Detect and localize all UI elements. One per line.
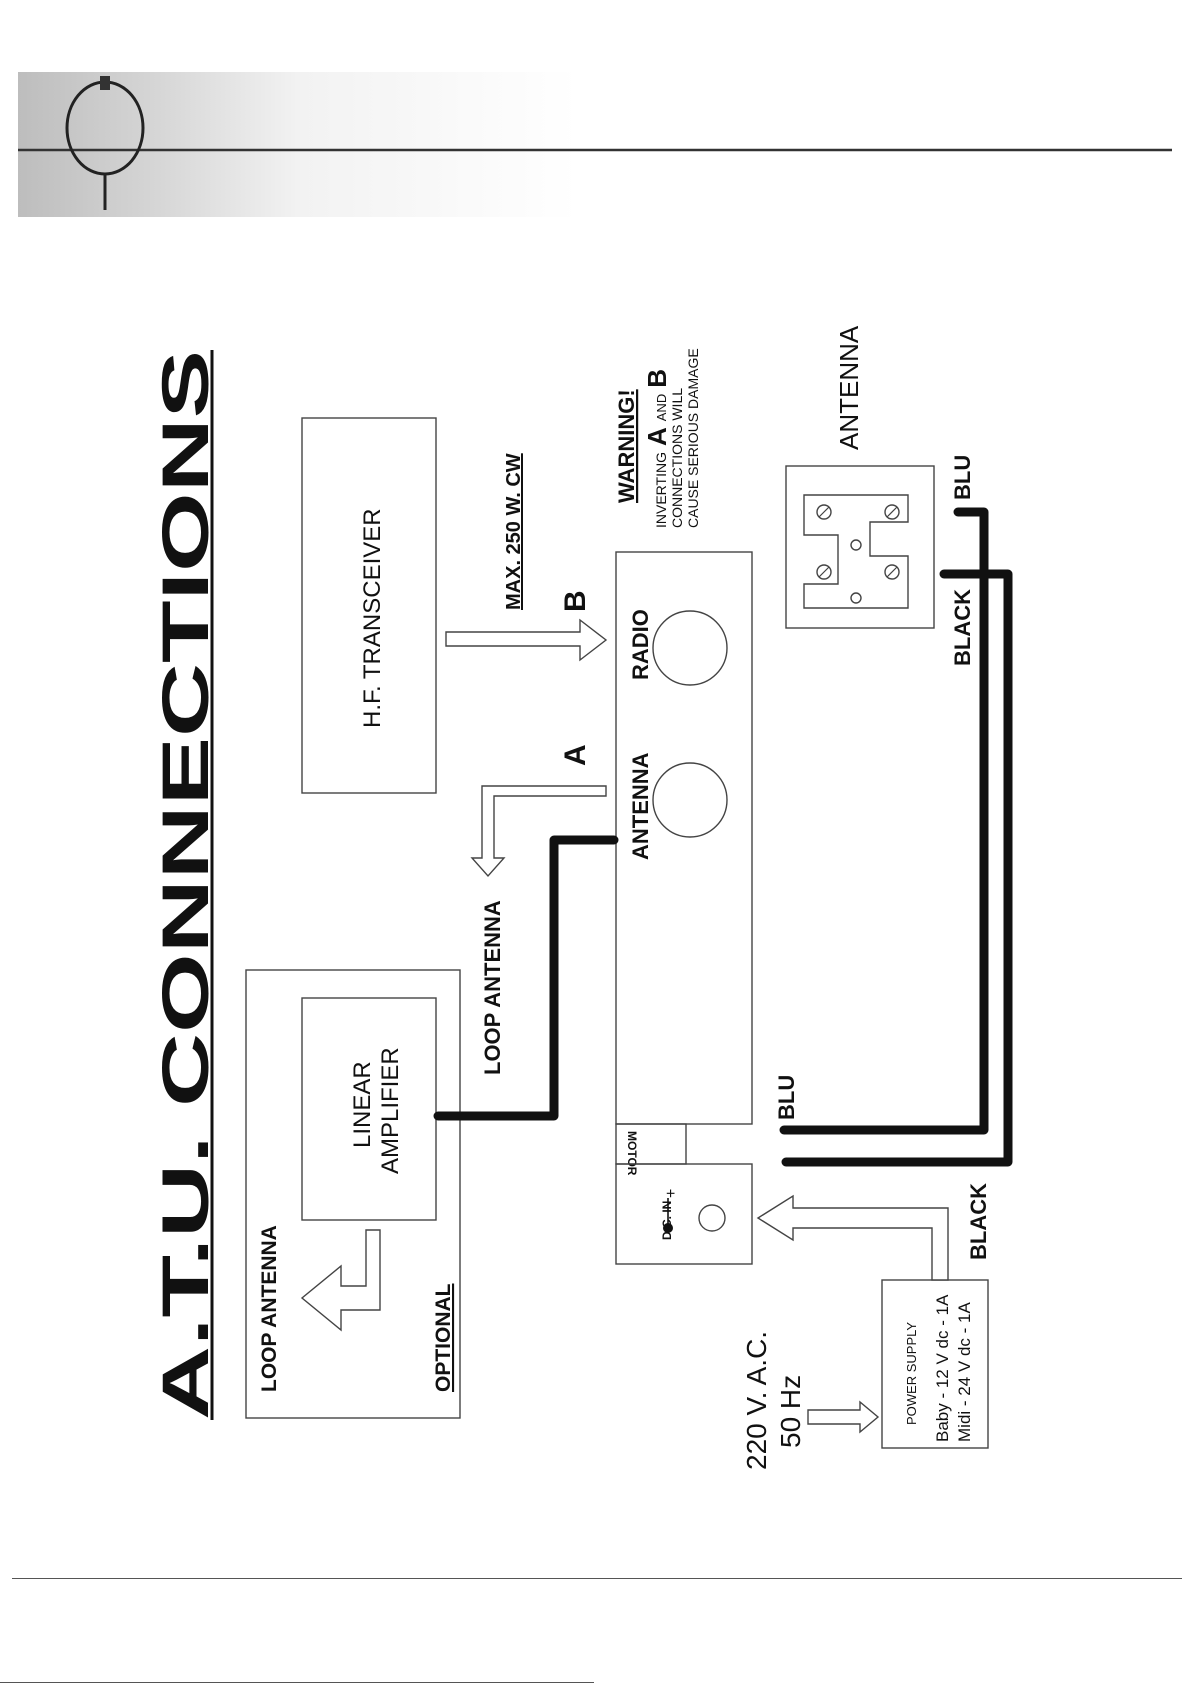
amplifier-output-arrow: [302, 1230, 380, 1330]
warning-a-text: A: [642, 427, 672, 446]
dc-jack-icon: [699, 1205, 725, 1231]
radio-connector-icon: [653, 611, 727, 685]
ac-voltage-label: 220 V. A.C.: [741, 1331, 772, 1470]
dc-in-box: [616, 1164, 752, 1264]
dc-plus-label: +: [663, 1189, 680, 1198]
warning-line-3: CAUSE SERIOUS DAMAGE: [685, 348, 701, 528]
antenna-connector-icon: [653, 763, 727, 837]
ac-frequency-label: 50 Hz: [775, 1375, 806, 1448]
linear-amplifier-label-2: AMPLIFIER: [377, 1047, 404, 1174]
warning-title: WARNING!: [614, 389, 639, 503]
ac-input-arrow: [808, 1402, 878, 1432]
radio-input-arrow: [446, 620, 606, 660]
footer-rule-short: [0, 1682, 594, 1683]
optional-label: OPTIONAL: [432, 1283, 455, 1392]
warning-line-1: INVERTING A AND B: [642, 369, 672, 528]
warning-inverting-text: INVERTING: [653, 452, 669, 528]
black-right-label: BLACK: [950, 589, 975, 666]
port-a-label: A: [559, 744, 592, 766]
radio-connector-label: RADIO: [628, 609, 653, 680]
warning-and-text: AND: [654, 394, 669, 421]
rotor-screw-icons: [817, 505, 899, 603]
antenna-output-arrow: [472, 786, 606, 876]
warning-b-text: B: [642, 369, 672, 388]
motor-label: MOTOR: [625, 1131, 639, 1176]
footer-rule: [12, 1578, 1182, 1579]
loop-antenna-cable: [438, 840, 614, 1116]
linear-amplifier-label-1: LINEAR: [349, 1061, 376, 1148]
antenna-rotor-label: ANTENNA: [834, 325, 864, 450]
blu-right-label: BLU: [950, 455, 975, 500]
loop-antenna-label: LOOP ANTENNA: [480, 900, 505, 1075]
dc-in-label: D.C. IN: [660, 1201, 674, 1240]
hf-transceiver-label: H.F. TRANSCEIVER: [359, 508, 386, 728]
warning-line-2: CONNECTIONS WILL: [669, 388, 685, 528]
antenna-connector-label: ANTENNA: [628, 752, 653, 860]
blu-left-label: BLU: [774, 1075, 799, 1120]
power-supply-title: POWER SUPPLY: [904, 1322, 919, 1425]
black-left-label: BLACK: [966, 1183, 991, 1260]
power-supply-baby: Baby - 12 V dc - 1A: [933, 1294, 952, 1442]
power-supply-midi: Midi - 24 V dc - 1A: [955, 1302, 974, 1442]
amp-loop-antenna-label: LOOP ANTENNA: [258, 1225, 281, 1392]
max-power-label: MAX. 250 W. CW: [503, 453, 525, 610]
port-b-label: B: [559, 590, 592, 612]
dc-output-arrow: [758, 1196, 948, 1280]
